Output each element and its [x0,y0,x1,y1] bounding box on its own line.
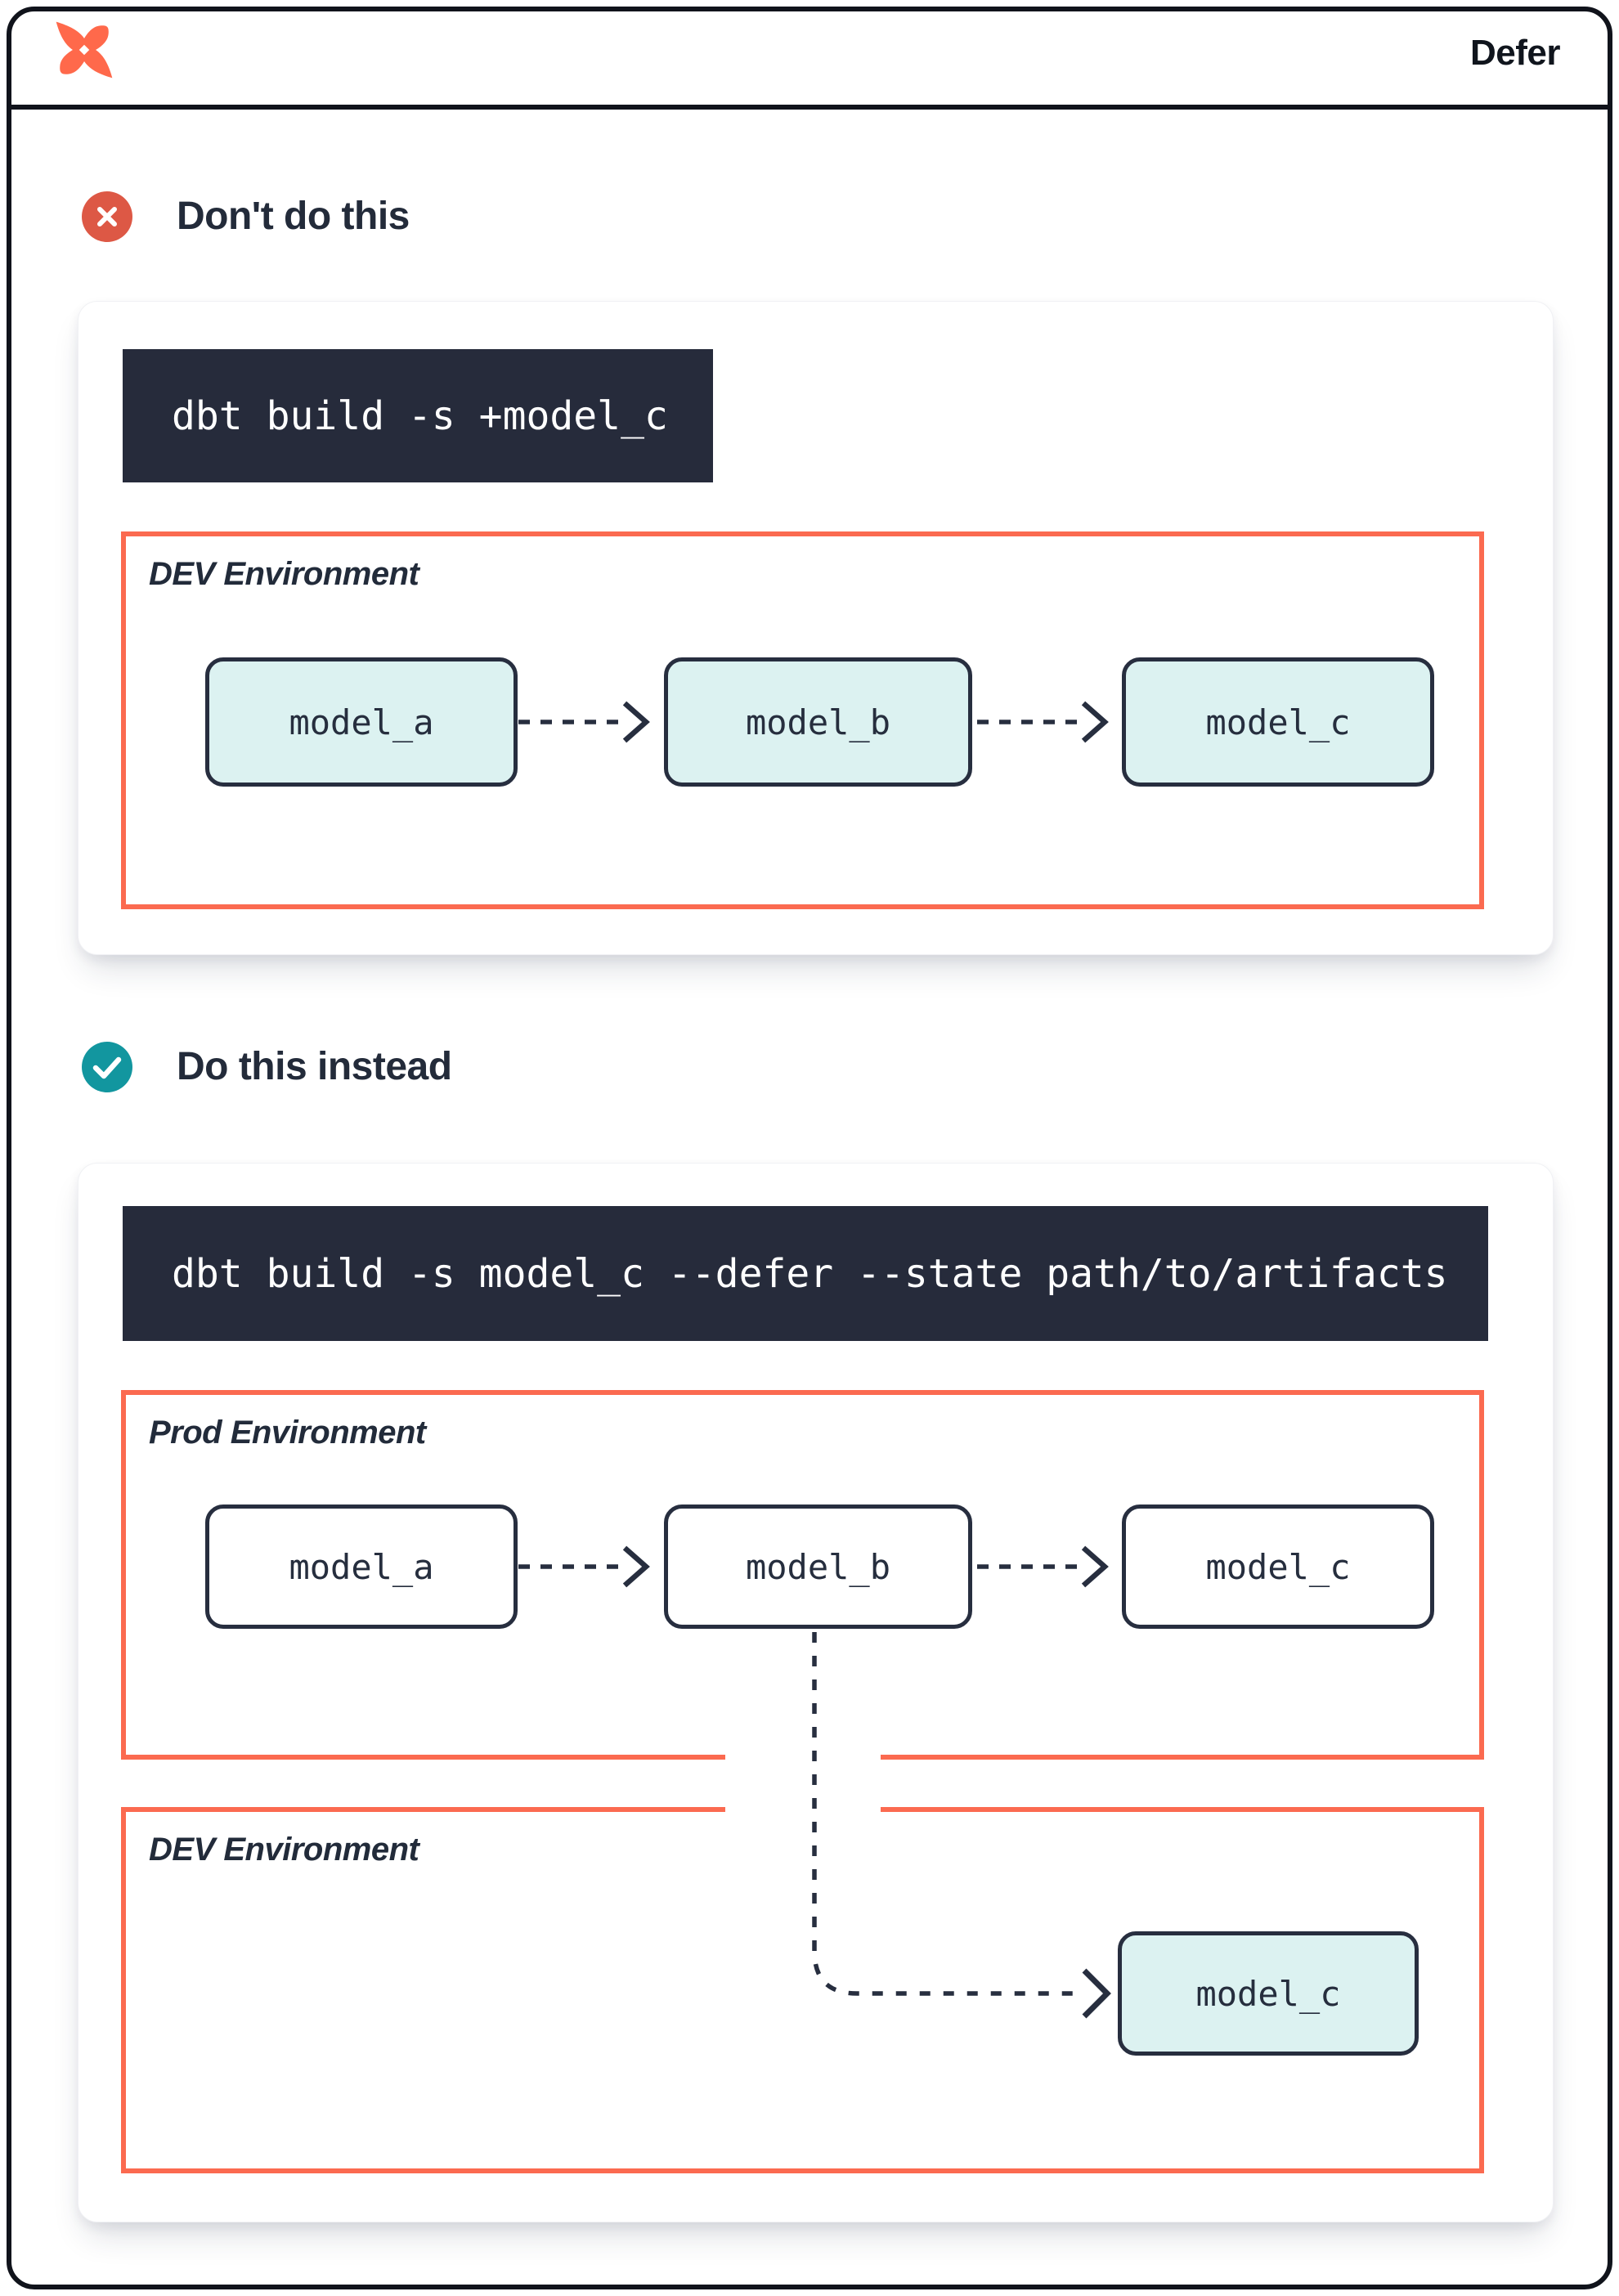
model-b-label: model_b [745,702,890,742]
model-node-b-prod: model_b [664,1505,972,1629]
prod-border-gap [725,1750,881,1761]
check-circle-icon [82,1042,132,1092]
dev-environment-label-2: DEV Environment [149,1832,419,1868]
model-a-label: model_a [289,702,434,742]
do-heading: Do this instead [177,1045,452,1088]
x-circle-icon [82,191,132,242]
model-node-b-dev1: model_b [664,657,972,787]
model-b-label: model_b [745,1546,890,1587]
model-node-c-dev2: model_c [1118,1931,1419,2056]
dont-command-block: dbt build -s +model_c [123,349,713,482]
model-node-c-dev1: model_c [1122,657,1434,787]
dont-command-text: dbt build -s +model_c [172,392,668,439]
model-a-label: model_a [289,1546,434,1587]
model-node-c-prod: model_c [1122,1505,1434,1629]
do-command-text: dbt build -s model_c --defer --state pat… [172,1250,1448,1297]
do-command-block: dbt build -s model_c --defer --state pat… [123,1206,1488,1341]
dev-environment-box-1 [121,531,1484,909]
dev-border-gap [725,1805,881,1816]
prod-environment-label: Prod Environment [149,1415,426,1451]
model-node-a-prod: model_a [205,1505,518,1629]
model-node-a-dev1: model_a [205,657,518,787]
dev-environment-label-1: DEV Environment [149,556,419,592]
model-c-label: model_c [1195,1973,1341,2014]
dbt-logo-icon [56,21,113,78]
page-title: Defer [1470,33,1561,73]
model-c-label: model_c [1205,1546,1351,1587]
dont-heading: Don't do this [177,195,410,238]
header-divider [8,105,1611,110]
model-c-label: model_c [1205,702,1351,742]
